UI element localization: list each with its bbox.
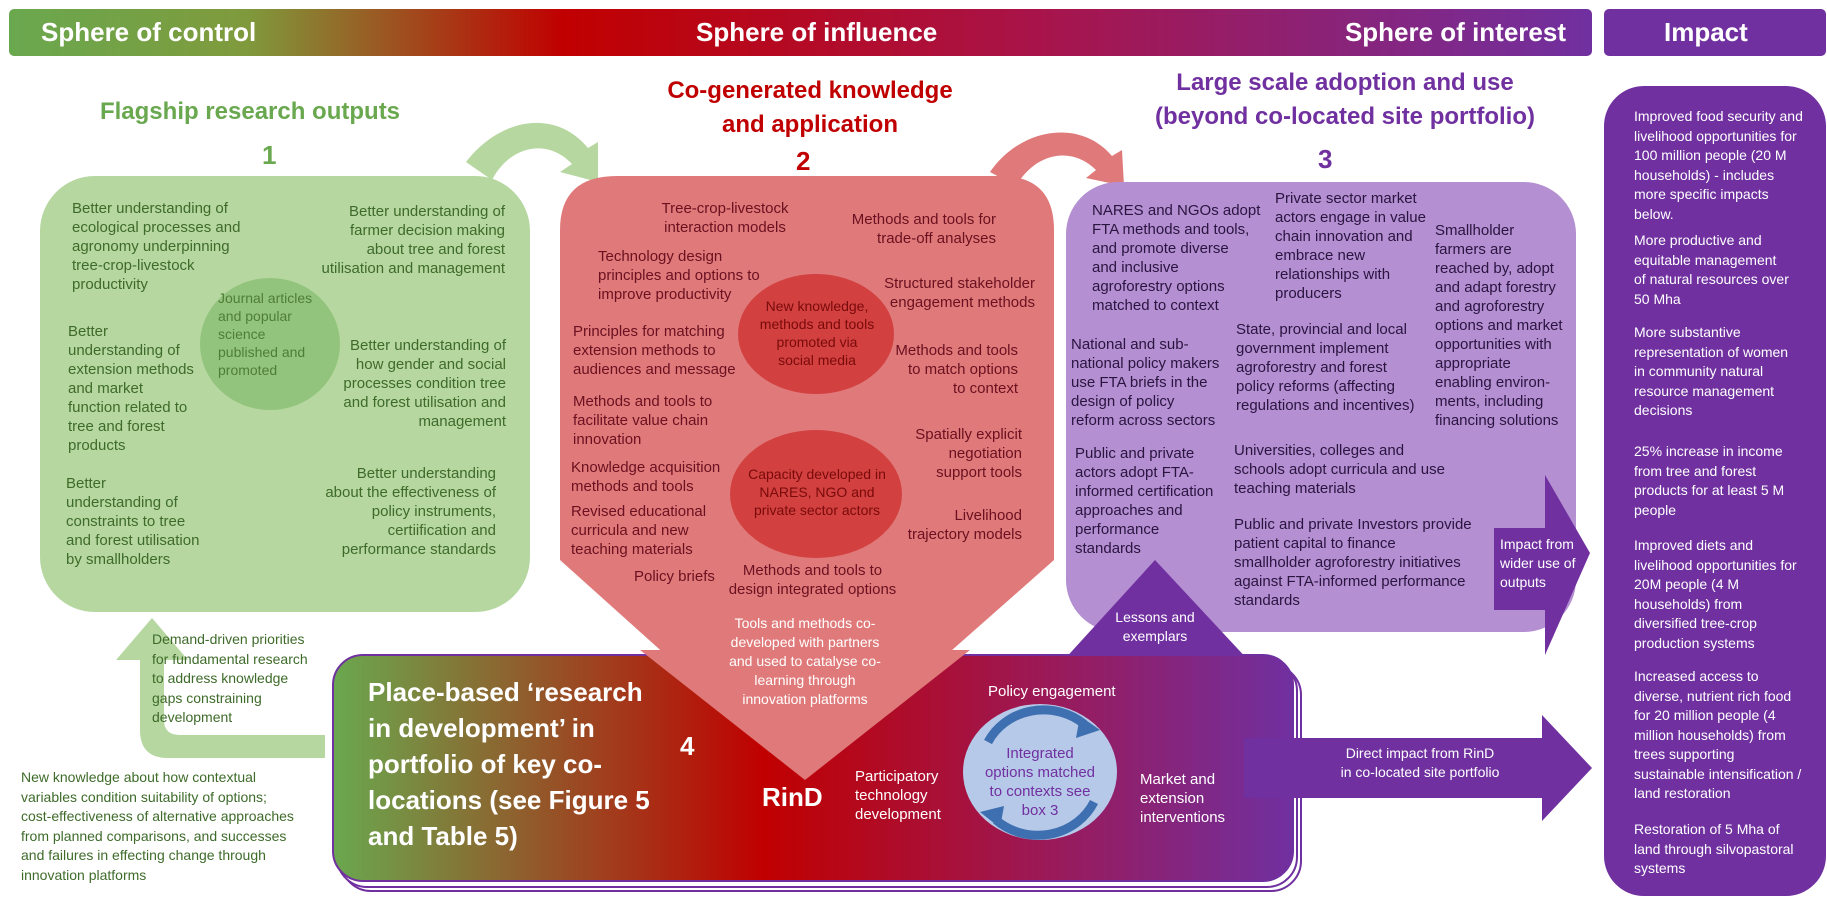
col1-item-ecology: Better understanding of ecological proce… (72, 200, 241, 293)
impact-header-band (1604, 9, 1826, 56)
arrow-demand-driven (116, 618, 325, 758)
direct-impact-label: Direct impact from RinD in co-located si… (1340, 745, 1500, 780)
ellipse-journal-text: Journal articles and popular science pub… (218, 290, 313, 378)
ellipse-journal (200, 278, 340, 410)
col2-item-integrated: Methods and tools to design integrated o… (728, 562, 897, 598)
col1-item-gender: Better understanding of how gender and s… (343, 337, 506, 430)
col3-title: Large scale adoption and use (beyond co-… (1154, 69, 1535, 130)
triangle-lessons (1062, 560, 1250, 662)
policy-engagement-label: Policy engagement (988, 683, 1116, 700)
col3-number: 3 (1318, 144, 1333, 174)
ellipse-capacity-text: Capacity developed in NARES, NGO and pri… (748, 466, 886, 518)
arrow-wider-use (1494, 475, 1590, 655)
arrow-wider-use-label: Impact from wider use of outputs (1500, 536, 1576, 590)
impact-item-food-security: Improved food security and livelihood op… (1634, 108, 1803, 222)
col2-item-stakeholder: Structured stakeholder engagement method… (884, 275, 1035, 311)
col2-number: 2 (796, 146, 811, 176)
impact-title: Impact (1664, 17, 1748, 47)
arrow-2-to-3 (990, 132, 1124, 186)
ellipse-capacity (730, 430, 902, 558)
col3-item-certification: Public and private actors adopt FTA- inf… (1075, 445, 1214, 557)
demand-driven-label: Demand-driven priorities for fundamental… (152, 631, 308, 725)
header: Sphere of control Sphere of influence Sp… (9, 9, 1592, 56)
impact-header: Impact (1604, 9, 1826, 56)
col2-item-value-chain: Methods and tools to facilitate value ch… (573, 393, 713, 448)
impact-item-nutrient-food: Increased access to diverse, nutrient ri… (1634, 668, 1802, 801)
col1-item-extension: Better understanding of extension method… (68, 323, 194, 454)
col2-item-curricula: Revised educational curricula and new te… (571, 503, 707, 558)
impact-box (1604, 86, 1826, 896)
cycle-arrow-bottom (993, 799, 1099, 840)
impact-item-women: More substantive representation of women… (1634, 324, 1789, 418)
lessons-label: Lessons and exemplars (1115, 609, 1195, 644)
sphere-of-influence: Sphere of influence (696, 17, 938, 47)
col3-item-state: State, provincial and local government i… (1236, 321, 1415, 414)
col3-item-private-sector: Private sector market actors engage in v… (1275, 190, 1426, 302)
col2-item-match-options: Methods and tools to match options to co… (895, 342, 1018, 397)
new-knowledge-note: New knowledge about how contextual varia… (21, 769, 294, 883)
col2-item-tech-design: Technology design principles and options… (598, 248, 760, 303)
place-based-title: Place-based ‘research in development’ in… (368, 677, 650, 851)
box-3 (1066, 182, 1576, 632)
impact-item-diets: Improved diets and livelihood opportunit… (1634, 537, 1797, 651)
impact-item-income: 25% increase in income from tree and for… (1634, 443, 1785, 518)
integrated-circle (963, 704, 1117, 840)
col3-item-smallholder: Smallholder farmers are reached by, adop… (1435, 222, 1563, 429)
col2-item-knowledge-acq: Knowledge acquisition methods and tools (571, 459, 721, 495)
col1-item-policy: Better understanding about the effective… (325, 465, 496, 558)
col2-item-tradeoff: Methods and tools for trade-off analyses (851, 211, 996, 247)
sphere-of-interest: Sphere of interest (1344, 17, 1566, 47)
funnel-tip (640, 650, 970, 780)
col2-title: Co-generated knowledge and application (667, 77, 953, 138)
col1-item-constraints: Better understanding of constraints to t… (66, 475, 200, 568)
arrow-1-to-2 (466, 122, 598, 182)
impact-item-natural-resources: More productive and equitable management… (1634, 232, 1789, 307)
arrow-direct-impact (1244, 715, 1592, 821)
impact-item-restoration: Restoration of 5 Mha of land through sil… (1634, 821, 1794, 876)
col2-item-principles: Principles for matching extension method… (573, 323, 736, 378)
participatory-label: Participatory technology development (855, 768, 941, 823)
market-extension-label: Market and extension interventions (1140, 771, 1226, 826)
col3-item-investors: Public and private Investors provide pat… (1234, 516, 1472, 609)
col3-item-policy-makers: National and sub- national policy makers… (1071, 336, 1220, 429)
col1-number: 1 (262, 140, 277, 170)
col2-item-livelihood: Livelihood trajectory models (907, 507, 1022, 543)
col2-item-models: Tree-crop-livestock interaction models (661, 200, 789, 236)
cycle-arrow-top (984, 705, 1087, 745)
col3-item-universities: Universities, colleges and schools adopt… (1234, 442, 1445, 497)
col2-item-policy-briefs: Policy briefs (634, 568, 715, 585)
ellipse-new-knowledge (738, 274, 894, 394)
integrated-options-label: Integrated options matched to contexts s… (984, 745, 1096, 819)
ellipse-new-knowledge-text: New knowledge, methods and tools promote… (759, 298, 875, 368)
col2-item-spatial: Spatially explicit negotiation support t… (915, 426, 1022, 481)
col1-item-farmer: Better understanding of farmer decision … (321, 203, 505, 277)
header-band (9, 9, 1592, 56)
rind-label: RinD (762, 782, 823, 812)
col3-item-nares: NARES and NGOs adopt FTA methods and too… (1092, 202, 1261, 314)
rind-number: 4 (680, 731, 695, 761)
funnel-text: Tools and methods co- developed with par… (729, 615, 881, 707)
sphere-of-control: Sphere of control (41, 17, 257, 47)
col1-title: Flagship research outputs (99, 98, 401, 125)
